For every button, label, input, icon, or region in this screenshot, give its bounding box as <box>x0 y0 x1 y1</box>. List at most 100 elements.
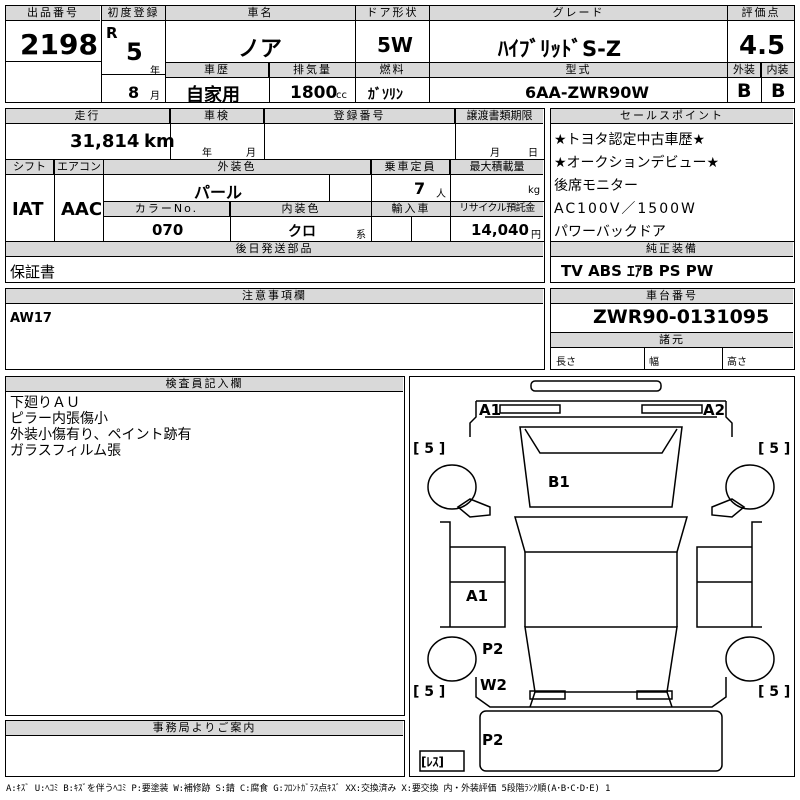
mark-a1-side: A1 <box>466 587 489 605</box>
disp-value: 1800 <box>290 83 338 103</box>
fuel-value: ｶﾞｿﾘﾝ <box>368 87 403 103</box>
month-unit: 月 <box>150 91 160 102</box>
office-section: 事務局よりご案内 <box>5 720 405 777</box>
ac-value: AAC <box>61 199 103 220</box>
car-name: ノア <box>238 37 283 62</box>
color-value: パール <box>194 183 243 202</box>
inspector-section: 検査員記入欄 下廻りＡＵ ピラー内張傷小 外装小傷有り、ペイント跡有 ガラスフィ… <box>5 376 405 716</box>
lot-number: 2198 <box>20 28 98 61</box>
sales-point-item: パワーバックドア <box>554 224 666 240</box>
width-label: 幅 <box>649 357 659 368</box>
plate-label: 登録番号 <box>265 109 455 124</box>
inspector-line: ピラー内張傷小 <box>10 411 108 427</box>
int-value: B <box>771 80 786 102</box>
spare-tire: [ﾚｽ] <box>421 755 444 769</box>
door-type: 5W <box>377 33 413 57</box>
score-label: 評価点 <box>728 6 794 21</box>
recycle-unit: 円 <box>531 230 541 241</box>
history-label: 車歴 <box>166 63 269 78</box>
inspector-label: 検査員記入欄 <box>6 377 403 392</box>
sales-point-item: ★トヨタ認定中古車歴★ <box>554 132 706 148</box>
damage-legend: A:ｷｽﾞ U:ﾍｺﾐ B:ｷｽﾞを伴うﾍｺﾐ P:要塗装 W:補修跡 S:錆 … <box>6 784 611 794</box>
mark-p2-rear-left: P2 <box>482 640 504 658</box>
inspector-notes: 下廻りＡＵ ピラー内張傷小 外装小傷有り、ペイント跡有 ガラスフィルム張 <box>10 395 191 459</box>
mileage-unit: km <box>144 131 175 152</box>
intcolor-label: 内装色 <box>231 202 371 217</box>
capacity-value: 7 <box>414 179 426 198</box>
insp-month: 月 <box>246 148 256 159</box>
score-value: 4.5 <box>739 31 786 61</box>
sales-points-label: セールスポイント <box>551 109 793 124</box>
later-parts-section: 後日発送部品 保証書 <box>5 241 545 283</box>
mark-a2-front-right: A2 <box>703 401 726 419</box>
capacity-label: 乗車定員 <box>372 160 450 175</box>
later-parts-value: 保証書 <box>10 263 56 281</box>
car-outline-drawing <box>419 380 775 772</box>
transfer-month: 月 <box>490 148 500 159</box>
notes-label: 注意事項欄 <box>6 289 543 304</box>
colorno-value: 070 <box>152 221 184 239</box>
height-label: 高さ <box>727 357 747 368</box>
load-label: 最大積載量 <box>451 160 543 175</box>
model-value: 6AA-ZWR90W <box>525 83 650 102</box>
notes-section: 注意事項欄 AW17 <box>5 288 545 370</box>
header-section: 出品番号 2198 初度登録 R 5 年 8 月 車名 ノア ドア形状 5W グ… <box>5 5 795 106</box>
mark-p2-rear: P2 <box>482 731 504 749</box>
door-label: ドア形状 <box>356 6 429 21</box>
mileage-label: 走行 <box>6 109 170 124</box>
color-label: 外装色 <box>104 160 371 175</box>
recycle-label: リサイクル預託金 <box>451 202 543 217</box>
chassis-label: 車台番号 <box>551 289 793 304</box>
intcolor-unit: 系 <box>356 230 366 241</box>
tire-left-rear: [ 5 ] <box>413 684 446 700</box>
model-label: 型式 <box>430 63 727 78</box>
shift-label: シフト <box>6 160 54 175</box>
capacity-unit: 人 <box>436 189 446 200</box>
spec-label: 諸元 <box>551 332 793 348</box>
history-value: 自家用 <box>186 85 240 106</box>
intcolor-value: クロ <box>288 224 316 240</box>
ext-value: B <box>737 80 752 102</box>
chassis-value: ZWR90-0131095 <box>593 306 770 328</box>
sales-point-item: 後席モニター <box>554 178 638 194</box>
chassis-section: 車台番号 ZWR90-0131095 諸元 長さ 幅 高さ <box>550 288 795 370</box>
transfer-day: 日 <box>528 148 538 159</box>
colorno-label: カラーNo. <box>104 202 230 217</box>
grade-label: グレード <box>430 6 727 21</box>
sales-points-list: ★トヨタ認定中古車歴★ ★オークションデビュー★ 後席モニター AC100V／1… <box>554 129 719 244</box>
import-label: 輸入車 <box>372 202 450 217</box>
sales-point-item: AC100V／1500W <box>554 201 697 217</box>
name-label: 車名 <box>166 6 355 21</box>
reg-label: 初度登録 <box>102 6 165 21</box>
tire-left-front: [ 5 ] <box>413 441 446 457</box>
ac-label: エアコン <box>55 160 103 175</box>
mark-a1-front-left: A1 <box>479 401 502 419</box>
inspection-label: 車検 <box>171 109 264 124</box>
tire-right-rear: [ 5 ] <box>758 684 791 700</box>
lot-label: 出品番号 <box>6 6 100 21</box>
tire-right-front: [ 5 ] <box>758 441 791 457</box>
notes-value: AW17 <box>10 311 52 326</box>
int-label: 内装 <box>761 63 794 78</box>
reg-year: 5 <box>126 38 143 66</box>
grade-value: ﾊｲﾌﾞﾘｯﾄﾞS-Z <box>498 37 622 61</box>
mileage-value: 31,814 <box>70 131 140 152</box>
later-parts-label: 後日発送部品 <box>6 242 543 257</box>
inspector-line: 外装小傷有り、ペイント跡有 <box>10 427 192 443</box>
year-unit: 年 <box>150 66 160 77</box>
disp-label: 排気量 <box>270 63 355 78</box>
load-unit: kg <box>528 185 541 196</box>
length-label: 長さ <box>556 357 576 368</box>
equipment-value: TV ABS ｴｱB PS PW <box>561 262 714 280</box>
transfer-label: 譲渡書類期限 <box>456 109 543 124</box>
era-mark: R <box>106 24 118 42</box>
mark-b1-hood: B1 <box>548 473 570 491</box>
inspector-line: 下廻りＡＵ <box>10 395 80 411</box>
insp-year: 年 <box>202 148 212 159</box>
sales-points-section: セールスポイント ★トヨタ認定中古車歴★ ★オークションデビュー★ 後席モニター… <box>550 108 795 283</box>
reg-month: 8 <box>128 83 140 102</box>
mark-w2-rear-left: W2 <box>480 676 507 694</box>
equipment-label: 純正装備 <box>551 242 793 257</box>
sales-point-item: ★オークションデビュー★ <box>554 155 720 171</box>
shift-value: IAT <box>12 199 44 220</box>
